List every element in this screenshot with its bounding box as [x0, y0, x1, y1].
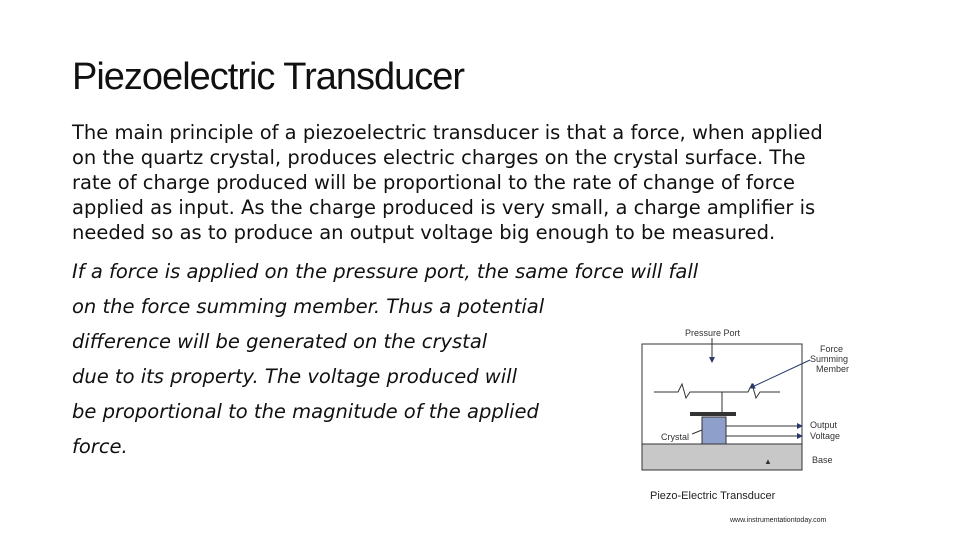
crystal-label: Crystal: [661, 432, 689, 442]
crystal-pointer: [691, 429, 703, 435]
output-label-1: Output: [810, 420, 838, 430]
paragraph-line: applied as input. As the charge produced…: [72, 196, 816, 219]
top-plate: [690, 412, 736, 416]
paragraph-line: needed so as to produce an output voltag…: [72, 221, 776, 244]
slide-title: Piezoelectric Transducer: [72, 56, 465, 98]
body-paragraph: The main principle of a piezoelectric tr…: [72, 120, 902, 245]
italic-line: on the force summing member. Thus a pote…: [72, 295, 545, 318]
paragraph-line: on the quartz crystal, produces electric…: [72, 146, 806, 169]
piezo-transducer-diagram: Pressure Port ▲ Force Summing Member Out…: [641, 328, 849, 524]
italic-line: If a force is applied on the pressure po…: [72, 260, 699, 283]
force-summing-label-2: Summing: [810, 354, 848, 364]
force-summing-label-1: Force: [820, 344, 843, 354]
italic-line: due to its property. The voltage produce…: [72, 365, 517, 388]
base-marker-icon: ▲: [764, 457, 772, 466]
source-url: www.instrumentationtoday.com: [729, 517, 827, 524]
force-summing-member: [654, 382, 780, 400]
base-label: Base: [812, 455, 833, 465]
italic-paragraph: If a force is applied on the pressure po…: [72, 254, 698, 464]
force-pointer: [749, 359, 811, 389]
italic-line: be proportional to the magnitude of the …: [72, 400, 539, 423]
quartz-crystal: [701, 416, 727, 445]
italic-line: difference will be generated on the crys…: [72, 330, 488, 353]
force-summing-label-3: Member: [816, 364, 849, 374]
diagram-caption: Piezo-Electric Transducer: [650, 490, 776, 502]
output-label-2: Voltage: [810, 431, 840, 441]
pressure-port-label: Pressure Port: [685, 328, 741, 338]
italic-line: force.: [72, 435, 128, 458]
paragraph-line: rate of charge produced will be proporti…: [72, 171, 795, 194]
base-block: [641, 443, 803, 471]
paragraph-line: The main principle of a piezoelectric tr…: [72, 121, 823, 144]
